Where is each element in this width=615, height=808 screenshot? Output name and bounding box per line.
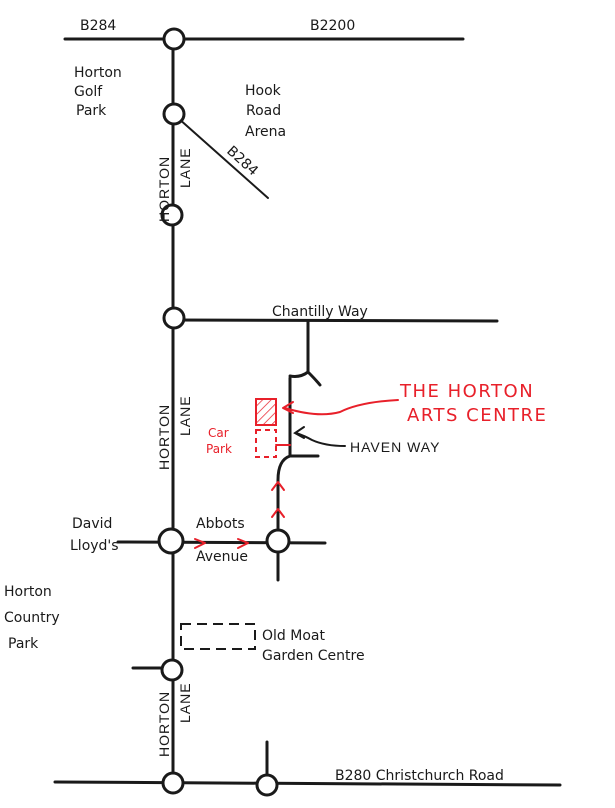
label-david-lloyds: David Lloyd's — [70, 516, 119, 554]
label-line: Arena — [245, 124, 286, 140]
label-line: David — [72, 516, 112, 532]
road-chantilly-way — [171, 318, 499, 323]
label-line: Park — [206, 442, 232, 456]
label-abbots: Abbots — [196, 516, 245, 532]
label-chantilly-way: Chantilly Way — [272, 304, 368, 320]
roundabout — [160, 658, 184, 682]
route-chevron-icon — [194, 538, 206, 549]
label-line: Park — [76, 103, 107, 119]
roundabout — [265, 528, 291, 554]
old-moat-outline — [180, 623, 256, 650]
roundabout — [160, 203, 184, 227]
label-horton-country-park: Horton Country Park — [4, 584, 60, 652]
roundabout — [255, 773, 279, 797]
label-haven-way: HAVEN WAY — [350, 439, 440, 455]
label-lane: LANE — [177, 147, 193, 188]
label-line: Lloyd's — [70, 538, 119, 554]
road-haven-spur — [288, 319, 322, 387]
label-lane: LANE — [177, 682, 193, 723]
roundabout — [162, 306, 186, 330]
roundabout — [157, 527, 185, 555]
haven-way-pointer — [295, 432, 346, 447]
label-horton: HORTON — [156, 691, 172, 757]
label-b284: B284 — [80, 18, 116, 34]
label-horton-golf-park: Horton Golf Park — [74, 65, 122, 119]
label-line: Garden Centre — [262, 648, 365, 664]
label-avenue: Avenue — [196, 549, 248, 565]
label-line: Hook — [245, 83, 282, 99]
route-chevron-icon — [271, 481, 285, 491]
label-lane: LANE — [177, 395, 193, 436]
car-park-outline — [255, 429, 277, 458]
label-line: Horton — [74, 65, 122, 81]
roundabout — [162, 27, 186, 51]
road-abbots-avenue — [116, 540, 327, 545]
label-line: Country — [4, 610, 60, 626]
label-horton: HORTON — [156, 404, 172, 470]
label-horton-arts-centre[interactable]: THE HORTON ARTS CENTRE — [399, 381, 547, 426]
label-line: Park — [8, 636, 39, 652]
label-b2200: B2200 — [310, 18, 355, 34]
route-chevron-icon — [271, 508, 285, 518]
arts-centre-pointer — [284, 399, 399, 416]
road-b280 — [53, 780, 562, 787]
label-line: Car — [208, 426, 229, 440]
route-chevron-icon — [237, 538, 249, 549]
roundabout — [161, 771, 185, 795]
label-line: Golf — [74, 84, 103, 100]
label-b280-christchurch-road: B280 Christchurch Road — [335, 768, 504, 784]
label-old-moat-garden-centre: Old Moat Garden Centre — [262, 628, 365, 664]
label-line: Road — [246, 103, 281, 119]
roundabout — [162, 102, 186, 126]
label-hook-road-arena: Hook Road Arena — [245, 83, 286, 140]
label-horton: HORTON — [156, 156, 172, 222]
label-line: Horton — [4, 584, 52, 600]
road-b284-diagonal — [177, 117, 269, 199]
label-line: THE HORTON — [399, 381, 534, 402]
label-line: ARTS CENTRE — [407, 405, 547, 426]
label-line: Old Moat — [262, 628, 325, 644]
arrow-head-icon — [282, 401, 294, 414]
arrow-head-icon — [293, 426, 305, 439]
label-car-park: Car Park — [206, 426, 232, 456]
arts-centre-building[interactable] — [255, 398, 277, 426]
